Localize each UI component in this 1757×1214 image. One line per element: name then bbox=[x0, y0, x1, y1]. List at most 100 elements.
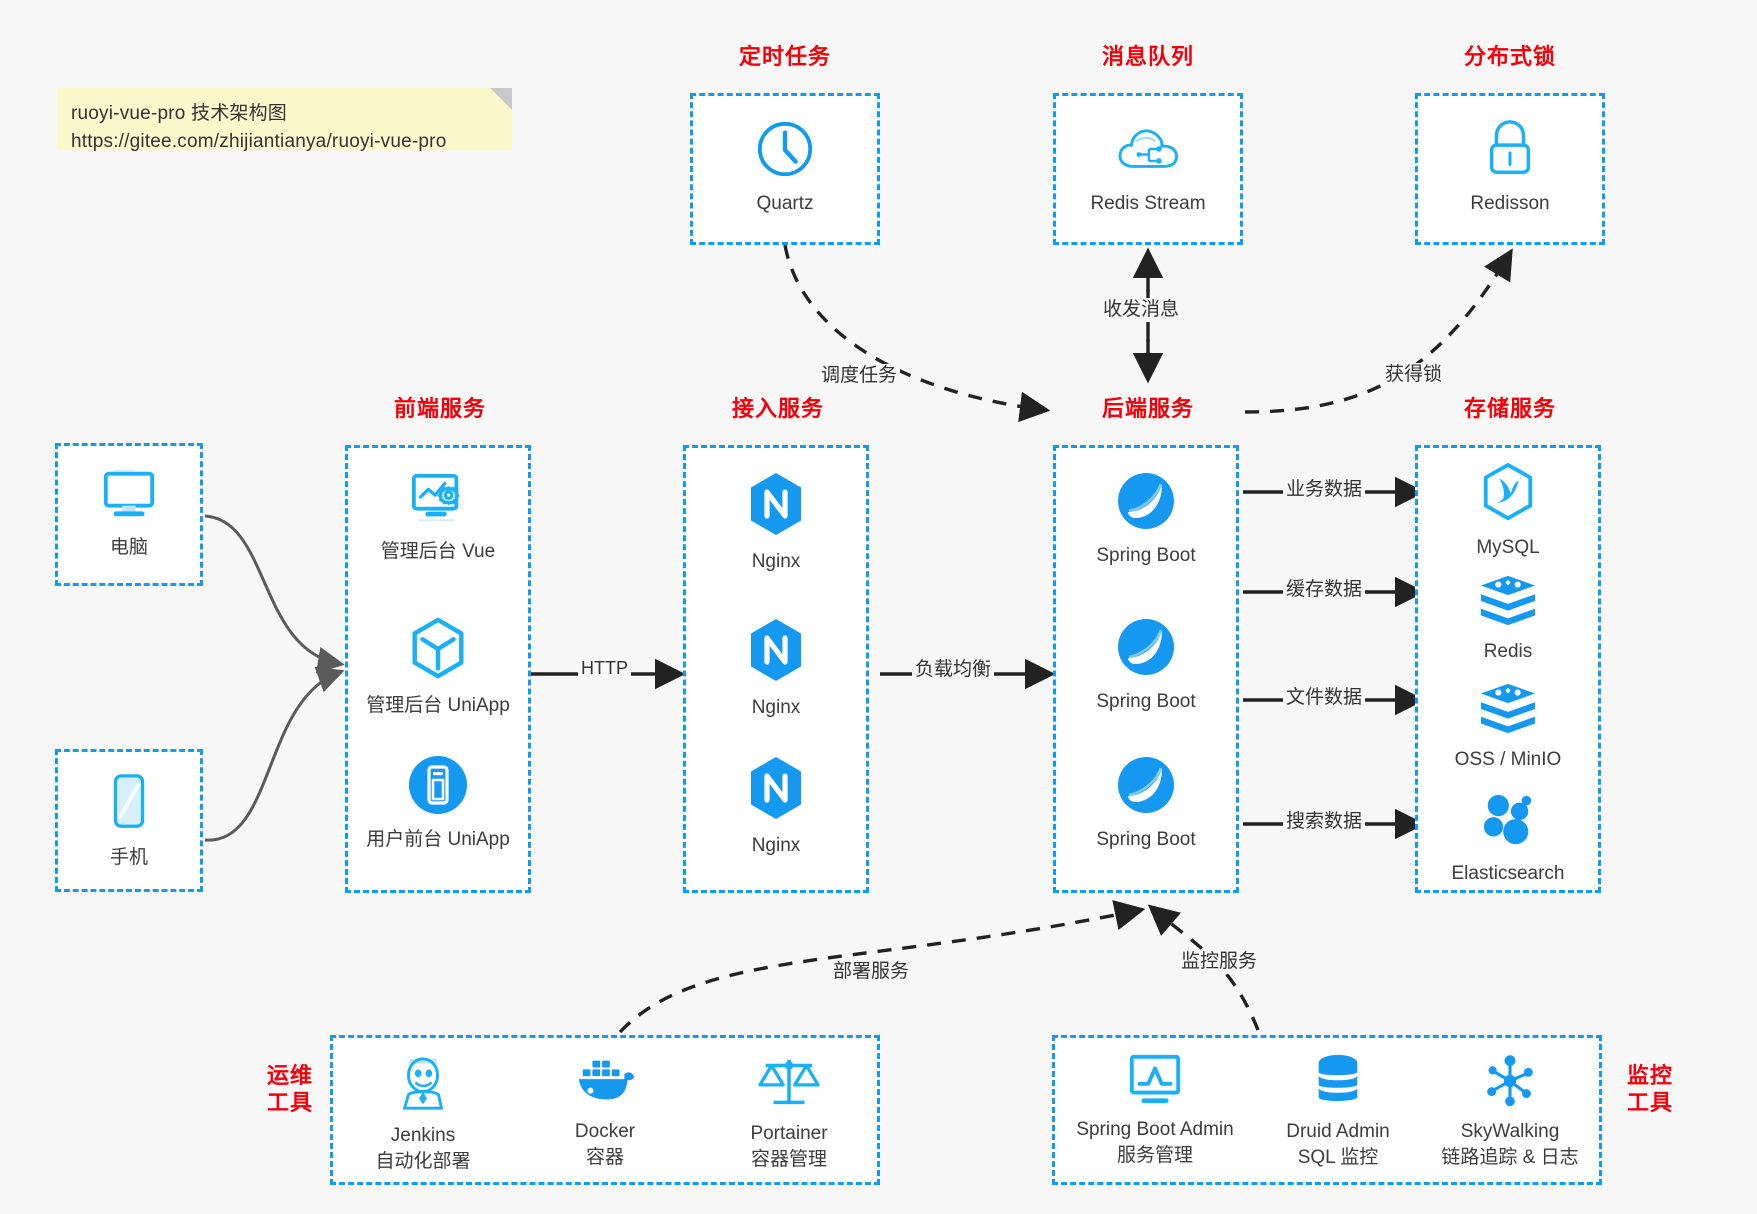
edge-label-load-balance: 负载均衡 bbox=[912, 658, 995, 682]
edge-label-deploy-service: 部署服务 bbox=[830, 960, 913, 984]
group-monitoring: Spring Boot Admin 服务管理 Druid Admin SQL 监… bbox=[1052, 1035, 1602, 1185]
group-devops: Jenkins 自动化部署 Docker 容器 bbox=[330, 1035, 880, 1185]
edge-label-acquire-lock: 获得锁 bbox=[1382, 363, 1446, 387]
node-user-uniapp[interactable]: 用户前台 UniApp bbox=[348, 754, 528, 852]
node-label: SkyWalking bbox=[1460, 1121, 1560, 1142]
skywalking-icon bbox=[1417, 1052, 1603, 1115]
node-label: Redis bbox=[1483, 641, 1533, 662]
phone-icon bbox=[58, 772, 200, 839]
node-portainer[interactable]: Portainer 容器管理 bbox=[709, 1052, 869, 1173]
node-sublabel: 自动化部署 bbox=[375, 1151, 471, 1172]
node-label: Druid Admin bbox=[1286, 1121, 1390, 1142]
cloud-stream-icon bbox=[1056, 118, 1240, 185]
node-pc[interactable]: 电脑 bbox=[58, 466, 200, 560]
edge-label-search-data: 搜索数据 bbox=[1283, 810, 1366, 834]
edge-label-cache-data: 缓存数据 bbox=[1283, 578, 1366, 602]
node-admin-uniapp[interactable]: 管理后台 UniApp bbox=[348, 616, 528, 718]
elasticsearch-icon bbox=[1418, 792, 1598, 855]
mysql-icon bbox=[1418, 462, 1598, 529]
group-backend: Spring Boot Spring Boot Spring Boot bbox=[1053, 445, 1239, 893]
node-sublabel: 容器管理 bbox=[750, 1149, 827, 1170]
node-skywalking[interactable]: SkyWalking 链路追踪 & 日志 bbox=[1417, 1052, 1603, 1171]
jenkins-icon bbox=[343, 1052, 503, 1119]
nginx-icon bbox=[686, 616, 866, 689]
spring-boot-icon bbox=[1056, 616, 1236, 683]
node-label: Jenkins bbox=[390, 1125, 456, 1146]
redis-icon bbox=[1418, 572, 1598, 633]
group-distributed-lock: Redisson bbox=[1415, 93, 1605, 245]
clock-icon bbox=[693, 118, 877, 185]
node-label: 管理后台 Vue bbox=[380, 541, 496, 562]
nginx-icon bbox=[686, 470, 866, 543]
spring-boot-icon bbox=[1056, 754, 1236, 821]
node-label: Spring Boot bbox=[1096, 691, 1196, 712]
node-spring-boot-admin[interactable]: Spring Boot Admin 服务管理 bbox=[1057, 1052, 1253, 1169]
database-icon bbox=[1253, 1052, 1423, 1115]
node-quartz[interactable]: Quartz bbox=[693, 118, 877, 216]
node-docker[interactable]: Docker 容器 bbox=[525, 1052, 685, 1171]
note-fold-icon bbox=[490, 88, 512, 110]
node-label: Nginx bbox=[751, 697, 801, 718]
group-scheduled-task: Quartz bbox=[690, 93, 880, 245]
group-label-devops: 运维 工具 bbox=[255, 1062, 325, 1116]
group-label-devops-line1: 运维 bbox=[266, 1063, 313, 1088]
group-label-monitoring: 监控 工具 bbox=[1615, 1062, 1685, 1116]
edge-label-schedule-task: 调度任务 bbox=[818, 364, 901, 388]
group-label-message-queue: 消息队列 bbox=[1101, 44, 1194, 69]
node-spring-boot-2[interactable]: Spring Boot bbox=[1056, 616, 1236, 714]
mobile-app-icon bbox=[348, 754, 528, 821]
group-gateway: Nginx Nginx Nginx bbox=[683, 445, 869, 893]
node-label: Nginx bbox=[751, 551, 801, 572]
group-label-monitoring-line2: 工具 bbox=[1626, 1090, 1673, 1115]
lock-icon bbox=[1418, 118, 1602, 185]
note-url: https://gitee.com/zhijiantianya/ruoyi-vu… bbox=[71, 131, 447, 152]
group-storage: MySQL Redis bbox=[1415, 445, 1601, 893]
edge-label-file-data: 文件数据 bbox=[1283, 686, 1366, 710]
group-label-storage: 存储服务 bbox=[1463, 396, 1556, 421]
node-sublabel: 服务管理 bbox=[1116, 1145, 1193, 1166]
node-redis[interactable]: Redis bbox=[1418, 572, 1598, 664]
group-client-pc: 电脑 bbox=[55, 443, 203, 586]
node-jenkins[interactable]: Jenkins 自动化部署 bbox=[343, 1052, 503, 1175]
node-redis-stream[interactable]: Redis Stream bbox=[1056, 118, 1240, 216]
node-druid-admin[interactable]: Druid Admin SQL 监控 bbox=[1253, 1052, 1423, 1171]
oss-minio-icon bbox=[1418, 680, 1598, 741]
group-label-frontend: 前端服务 bbox=[393, 396, 486, 421]
node-label: 电脑 bbox=[109, 537, 148, 558]
node-label: Spring Boot bbox=[1096, 545, 1196, 566]
scales-icon bbox=[709, 1052, 869, 1117]
docker-icon bbox=[525, 1052, 685, 1115]
node-label: Quartz bbox=[756, 193, 814, 214]
edge-acquire-lock bbox=[1244, 248, 1513, 414]
dashboard-gear-icon bbox=[348, 470, 528, 533]
desktop-icon bbox=[58, 466, 200, 529]
edge-pc-to-frontend bbox=[204, 514, 345, 674]
nginx-icon bbox=[686, 754, 866, 827]
monitor-chart-icon bbox=[1057, 1052, 1253, 1113]
node-nginx-2[interactable]: Nginx bbox=[686, 616, 866, 720]
node-label: 用户前台 UniApp bbox=[366, 829, 510, 850]
node-label: MySQL bbox=[1476, 537, 1540, 558]
node-label: Portainer bbox=[750, 1123, 828, 1144]
node-redisson[interactable]: Redisson bbox=[1418, 118, 1602, 216]
node-mobile[interactable]: 手机 bbox=[58, 772, 200, 870]
node-elasticsearch[interactable]: Elasticsearch bbox=[1418, 792, 1598, 886]
node-nginx-3[interactable]: Nginx bbox=[686, 754, 866, 858]
edge-label-monitor-service: 监控服务 bbox=[1178, 950, 1261, 974]
group-label-monitoring-line1: 监控 bbox=[1626, 1063, 1673, 1088]
note-title: ruoyi-vue-pro 技术架构图 bbox=[71, 103, 288, 124]
group-frontend: 管理后台 Vue 管理后台 UniApp 用户前台 UniApp bbox=[345, 445, 531, 893]
node-spring-boot-1[interactable]: Spring Boot bbox=[1056, 470, 1236, 568]
node-nginx-1[interactable]: Nginx bbox=[686, 470, 866, 574]
edge-label-http: HTTP bbox=[578, 656, 631, 680]
node-label: Spring Boot Admin bbox=[1076, 1119, 1234, 1140]
node-spring-boot-3[interactable]: Spring Boot bbox=[1056, 754, 1236, 852]
node-label: Nginx bbox=[751, 835, 801, 856]
node-mysql[interactable]: MySQL bbox=[1418, 462, 1598, 560]
diagram-note: ruoyi-vue-pro 技术架构图 https://gitee.com/zh… bbox=[57, 88, 512, 152]
group-label-scheduled-task: 定时任务 bbox=[738, 44, 831, 69]
node-admin-vue[interactable]: 管理后台 Vue bbox=[348, 470, 528, 564]
node-oss-minio[interactable]: OSS / MinIO bbox=[1418, 680, 1598, 772]
edge-label-send-recv-message: 收发消息 bbox=[1100, 298, 1183, 322]
node-label: 手机 bbox=[109, 847, 148, 868]
